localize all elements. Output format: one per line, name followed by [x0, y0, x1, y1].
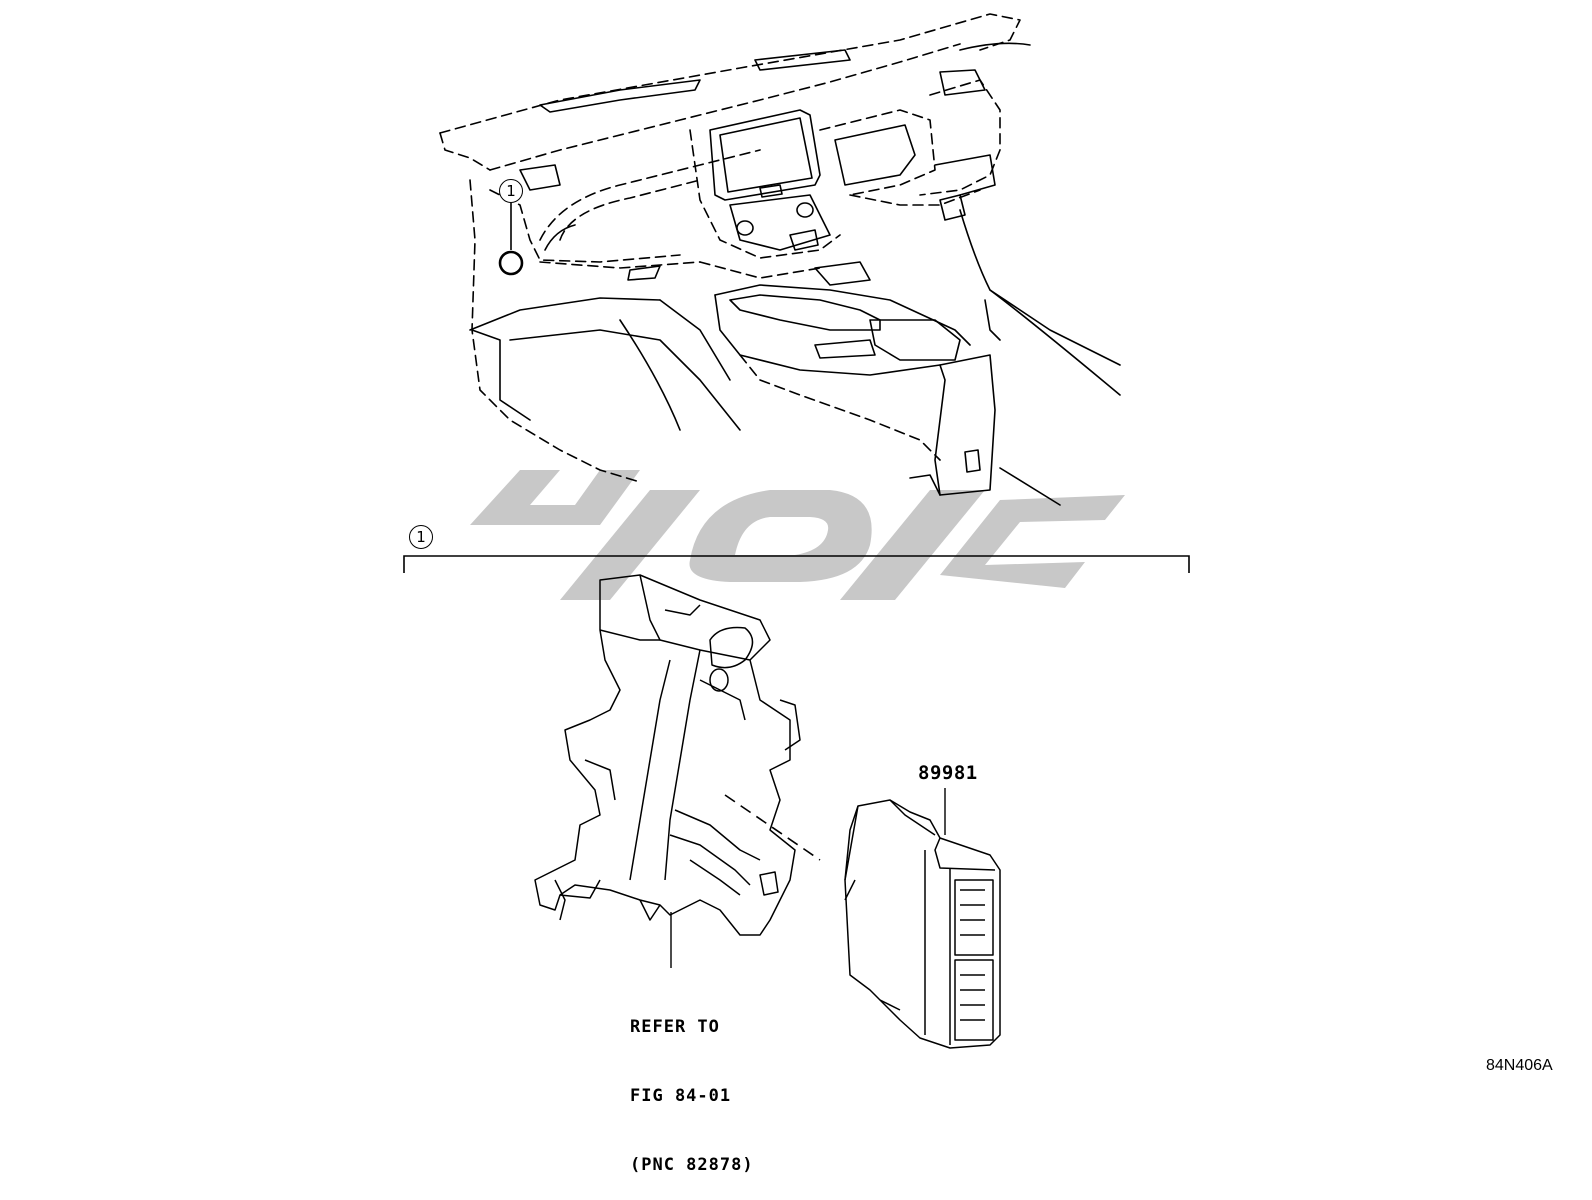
callout-1-leader [498, 203, 524, 276]
callout-number-bracket: 1 [416, 528, 426, 546]
parts-diagram [403, 13, 1190, 1049]
dashboard-illustration [439, 13, 1121, 506]
callout-marker-bracket: 1 [409, 525, 433, 549]
ecu-location-marker [498, 250, 524, 276]
callout-marker-top: 1 [499, 179, 523, 203]
refer-line-3: (PNC 82878) [630, 1155, 754, 1175]
part-number-label: 89981 [918, 762, 978, 784]
refer-line-1: REFER TO [630, 1017, 720, 1037]
watermark-logo [470, 470, 1125, 600]
ecu-module-illustration [844, 799, 1001, 1049]
install-path-line [724, 794, 821, 861]
refer-note: REFER TO FIG 84-01 (PNC 82878) [630, 970, 754, 1200]
refer-line-2: FIG 84-01 [630, 1086, 732, 1106]
callout-number-top: 1 [506, 182, 516, 200]
figure-code: 84N406A [1486, 1057, 1553, 1074]
mounting-bracket-illustration [534, 574, 801, 936]
assembly-bracket [403, 555, 1190, 573]
